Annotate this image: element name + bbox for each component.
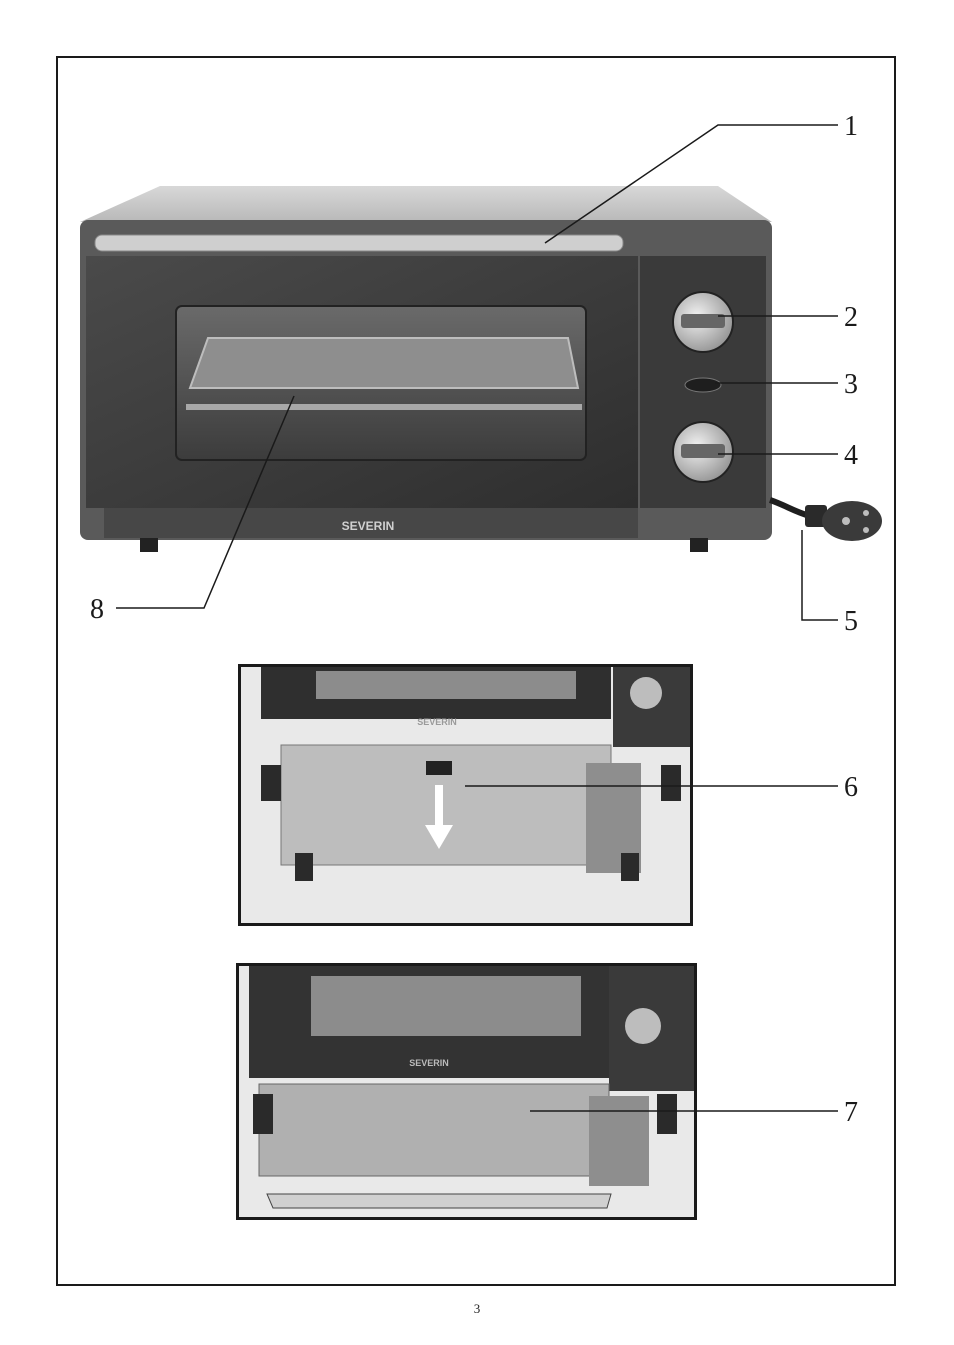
callout-5: 5	[844, 608, 858, 636]
callout-4: 4	[844, 442, 858, 470]
callout-2: 2	[844, 304, 858, 332]
callout-1: 1	[844, 113, 858, 141]
callout-8: 8	[90, 596, 104, 624]
page-number: 3	[0, 1301, 954, 1317]
callout-3: 3	[844, 371, 858, 399]
callout-6: 6	[844, 774, 858, 802]
callout-7: 7	[844, 1099, 858, 1127]
